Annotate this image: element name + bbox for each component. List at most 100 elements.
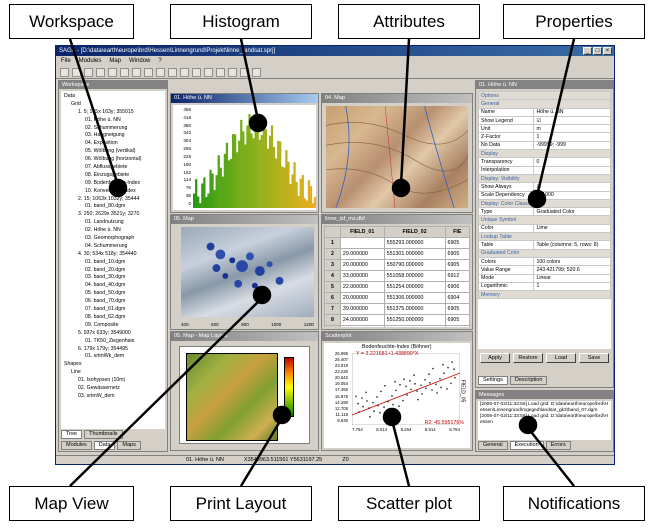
print-layout-window[interactable]: 05. Map - Map Layout <box>170 331 319 451</box>
table-cell[interactable]: 16.000000 <box>339 325 385 327</box>
tree-item[interactable]: 01. band_80.dgm <box>85 203 126 210</box>
terrain-map-canvas[interactable] <box>326 106 468 208</box>
tab-data[interactable]: Data <box>93 441 116 450</box>
tab-description[interactable]: Description <box>509 376 548 385</box>
table-column-header[interactable]: FIELD_01 <box>339 226 385 238</box>
tree-item[interactable]: 03. Geomorphograph <box>85 235 135 242</box>
messages-icon[interactable] <box>108 68 117 77</box>
tab-thumbnails[interactable]: Thumbnails <box>84 430 123 439</box>
property-section[interactable]: Graduated Color <box>478 248 611 258</box>
map-title-bar[interactable]: 04. Map <box>322 94 472 103</box>
tree-item[interactable]: Grid <box>71 100 81 107</box>
minimize-button[interactable]: _ <box>583 47 592 55</box>
property-value[interactable]: 243.421799; 520.6 <box>533 265 611 275</box>
workspace-icon[interactable] <box>84 68 93 77</box>
tree-item[interactable]: 06. Wölbung (horizontal) <box>85 156 142 163</box>
map-window[interactable]: 04. Map <box>321 93 473 213</box>
table-cell[interactable]: 551254.000000 <box>383 281 446 293</box>
table-cell[interactable]: 6905 <box>444 237 470 249</box>
property-value[interactable]: ☑ <box>533 182 611 192</box>
tree-item[interactable]: 01. band_10.dgm <box>85 258 126 265</box>
property-value[interactable]: Linear <box>533 273 611 283</box>
table-cell[interactable]: 29.000000 <box>339 248 385 260</box>
tree-item[interactable]: 09. Bodenfeuchte-Index <box>85 179 141 186</box>
tab-settings[interactable]: Settings <box>478 376 508 385</box>
table-cell[interactable]: 33.000000 <box>339 270 385 282</box>
property-section[interactable]: Display <box>478 149 611 159</box>
tree-item[interactable]: 01. Landnutzung <box>85 219 124 226</box>
table-cell[interactable]: 551375.000000 <box>383 303 446 315</box>
tab-errors[interactable]: Errors <box>545 441 571 450</box>
property-value[interactable]: 100 colors <box>533 256 611 267</box>
table-cell[interactable]: 6905 <box>444 303 470 315</box>
print-layout-title-bar[interactable]: 05. Map - Map Layout <box>171 332 318 341</box>
table-cell[interactable]: 6905 <box>444 248 470 260</box>
table-cell[interactable]: 551058.000000 <box>383 270 446 282</box>
property-section[interactable]: Display: Color Classification <box>478 198 611 209</box>
property-section[interactable]: Lookup Table <box>478 232 611 242</box>
tree-item[interactable]: 07. band_61.dgm <box>85 306 126 313</box>
tree-item[interactable]: 2. 15; 1063x 1032y; 35444 <box>78 195 140 202</box>
property-row[interactable]: Show Always☑ <box>478 182 611 192</box>
layer-down-icon[interactable] <box>156 68 165 77</box>
tree-item[interactable]: 01. TK50_Ziegenhain <box>85 337 135 344</box>
save-icon[interactable] <box>72 68 81 77</box>
properties-icon[interactable] <box>96 68 105 77</box>
grid-icon[interactable] <box>168 68 177 77</box>
table-cell[interactable]: 555293.000000 <box>383 237 446 249</box>
scatterplot-window[interactable]: Scatterplot Bodenfeuchte-Index (Böhner) … <box>321 331 473 451</box>
table-cell[interactable]: 551301.000000 <box>383 248 446 260</box>
row-number[interactable]: 2 <box>324 248 341 260</box>
row-number[interactable]: 5 <box>324 281 341 293</box>
print-icon[interactable] <box>252 68 261 77</box>
tree-item[interactable]: 1. 5; 165x 163y; 355015 <box>78 108 134 115</box>
table-cell[interactable]: 551306.000000 <box>383 292 446 304</box>
table-cell[interactable]: 24.000000 <box>339 314 385 326</box>
table-column-header[interactable] <box>324 226 341 238</box>
layer-icon[interactable] <box>132 68 141 77</box>
tree-item[interactable]: 02. Gewässernetz <box>78 384 120 391</box>
menu-modules[interactable]: Modules <box>78 58 102 64</box>
apply-button[interactable]: Apply <box>480 353 510 363</box>
property-row[interactable]: No Data-99999; -999 <box>478 140 611 151</box>
table-cell[interactable]: 551250.000000 <box>383 314 446 326</box>
tree-item[interactable]: Line <box>71 369 81 376</box>
load-button[interactable]: Load <box>546 353 576 363</box>
tree-item[interactable]: 02. Schummerung <box>85 124 128 131</box>
tree-item[interactable]: 5. 937x 633y; 3549000 <box>78 329 131 336</box>
row-number[interactable]: 6 <box>324 292 341 304</box>
open-icon[interactable] <box>60 68 69 77</box>
tree-item[interactable]: 07. Abflussgebiete <box>85 164 128 171</box>
menu-file[interactable]: File <box>61 58 71 64</box>
histogram-title-bar[interactable]: 01. Höhe ü. NN <box>171 94 318 103</box>
pan-icon[interactable] <box>216 68 225 77</box>
property-value[interactable]: Höhe ü. NN <box>533 107 611 117</box>
row-number[interactable]: 4 <box>324 270 341 282</box>
map-view-canvas[interactable] <box>181 227 314 317</box>
tree-item[interactable]: 09. Composite <box>85 321 119 328</box>
layer-up-icon[interactable] <box>144 68 153 77</box>
pointer-icon[interactable] <box>192 68 201 77</box>
tree-item[interactable]: 08. band_62.dgm <box>85 313 126 320</box>
tree-item[interactable]: 06. band_70.dgm <box>85 298 126 305</box>
tree-item[interactable]: 01. Isohypsen (10m) <box>78 377 126 384</box>
property-section[interactable]: Memory <box>478 290 611 300</box>
property-value[interactable]: 0 <box>533 157 611 167</box>
